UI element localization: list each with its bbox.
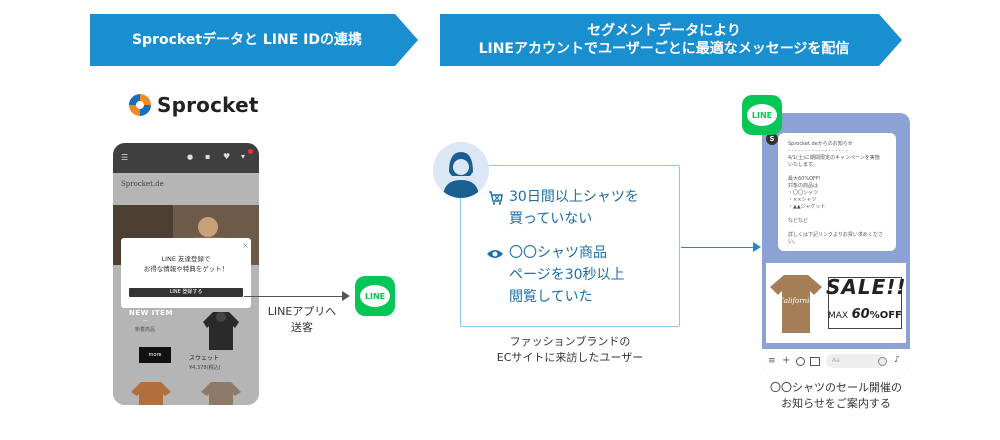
- line-chat-label: LINE: [747, 104, 777, 126]
- site-header: ☰ ● ▪ ♥ ▾: [113, 143, 259, 173]
- mic-icon[interactable]: ♪: [894, 355, 900, 365]
- msg-line: ・▲▲ジャケット: [788, 204, 826, 210]
- banner-left-text: Sprocketデータと LINE IDの連携: [131, 32, 363, 48]
- caption-line-app-2: 送客: [291, 321, 313, 334]
- message-bubble: Sprocket.deからのお知らせ - - - - - - - - - - -…: [778, 133, 896, 251]
- caption-user-1: ファッションブランドの: [509, 335, 631, 348]
- msg-line: 最大60%OFF!: [788, 176, 821, 182]
- new-item-sub: 新着商品: [135, 327, 156, 333]
- msg-line: などなど: [788, 218, 808, 224]
- message-text: Sprocket.deからのお知らせ - - - - - - - - - - -…: [788, 141, 892, 246]
- connector-line-1: [244, 296, 342, 297]
- popup-line1: LINE 友達登録で: [161, 255, 211, 263]
- msg-line: ・〇〇シャツ: [788, 190, 819, 196]
- more-button[interactable]: more: [139, 347, 171, 363]
- banner-right-line1: セグメントデータにより: [587, 23, 741, 39]
- banner-sprocket-line-link: Sprocketデータと LINE IDの連携: [90, 14, 418, 66]
- segment-condition-card: 30日間以上シャツを 買っていない 〇〇シャツ商品 ページを30秒以上 閲覧して…: [460, 165, 680, 327]
- product-name: スウェット: [189, 355, 220, 362]
- caption-phone2-1: 〇〇シャツのセール開催の: [770, 381, 902, 394]
- connector-line-2: [681, 247, 753, 248]
- caption-phone2: 〇〇シャツのセール開催の お知らせをご案内する: [744, 380, 928, 412]
- product-image-1: [131, 382, 171, 405]
- msg-line: - - - - - - - - - - - - - - - - - -: [788, 148, 848, 154]
- msg-line: 詳しくは下記リンクよりお買い求めください。: [788, 232, 883, 245]
- image-icon[interactable]: [810, 357, 820, 366]
- caption-line-app: LINEアプリへ 送客: [250, 304, 354, 336]
- line-chat-icon: LINE: [742, 95, 782, 135]
- arrow-1: [342, 291, 350, 301]
- product-price: ¥4,378(税込): [189, 365, 221, 371]
- new-item-heading: NEW ITEM: [129, 309, 173, 317]
- lock-icon[interactable]: ▪: [205, 152, 211, 161]
- menu-icon[interactable]: ≡: [768, 356, 776, 366]
- msg-line: 対象の商品は: [788, 183, 819, 189]
- product-image-2: [201, 382, 241, 405]
- hoodie-image: [203, 312, 239, 350]
- cond1-line2: 買っていない: [509, 211, 593, 227]
- phone-ec-site: ☰ ● ▪ ♥ ▾ Sprocket.de × LINE 友達登録で お得な情報…: [113, 143, 259, 405]
- tshirt-image: California: [770, 275, 822, 333]
- message-input[interactable]: Aa: [826, 354, 886, 368]
- site-name: Sprocket.de: [121, 180, 164, 188]
- msg-line: いたします。: [788, 162, 818, 168]
- phone-line-chat: S Sprocket.deからのお知らせ - - - - - - - - - -…: [762, 113, 910, 375]
- cart-icon[interactable]: ▾: [241, 152, 246, 161]
- sale-title: SALE!!: [826, 275, 907, 299]
- plus-icon[interactable]: +: [782, 355, 791, 366]
- sale-max: MAX: [828, 311, 849, 321]
- caption-line-app-1: LINEアプリへ: [267, 305, 337, 318]
- heart-icon[interactable]: ♥: [223, 152, 231, 161]
- user-avatar-icon: [433, 142, 489, 198]
- tshirt-text: California: [778, 297, 813, 305]
- banner-segment-delivery: セグメントデータにより LINEアカウントでユーザーごとに最適なメッセージを配信: [440, 14, 902, 66]
- cond2-line2: ページを30秒以上: [509, 267, 625, 283]
- cart-icon: [489, 191, 503, 205]
- line-app-icon: LINE: [355, 276, 395, 316]
- msg-line: [788, 225, 892, 232]
- condition-not-purchased: 30日間以上シャツを 買っていない: [509, 186, 639, 230]
- sender-badge: S: [766, 133, 778, 145]
- menu-icon[interactable]: ☰: [121, 153, 129, 162]
- sprocket-logo-text: Sprocket: [157, 93, 259, 117]
- cart-badge: [248, 149, 253, 154]
- caption-user-2: ECサイトに来訪したユーザー: [496, 351, 644, 364]
- sale-frame: [828, 277, 902, 329]
- msg-line: [788, 169, 892, 176]
- arrow-2: [753, 242, 761, 252]
- line-register-button[interactable]: LINE 登録する: [129, 288, 243, 297]
- emoji-icon[interactable]: [878, 357, 887, 366]
- caption-phone2-2: お知らせをご案内する: [781, 397, 891, 410]
- sale-off: %OFF: [869, 310, 902, 321]
- sale-percent: 60: [851, 307, 870, 322]
- condition-viewed-page: 〇〇シャツ商品 ページを30秒以上 閲覧していた: [509, 242, 625, 308]
- line-app-label: LINE: [360, 285, 390, 307]
- popup-text: LINE 友達登録で お得な情報や特典をゲット！: [121, 254, 251, 274]
- cond2-line1: 〇〇シャツ商品: [509, 245, 607, 261]
- line-signup-popup: × LINE 友達登録で お得な情報や特典をゲット！ LINE 登録する: [121, 238, 251, 308]
- close-icon[interactable]: ×: [242, 241, 249, 250]
- new-item-dash: —: [143, 318, 148, 324]
- eye-icon: [487, 250, 503, 258]
- user-icon[interactable]: ●: [187, 153, 194, 161]
- cond2-line3: 閲覧していた: [509, 289, 593, 305]
- banner-right-line2: LINEアカウントでユーザーごとに最適なメッセージを配信: [478, 41, 850, 57]
- msg-line: 4/1(土)に期間限定のキャンペーンを実施: [788, 155, 880, 161]
- sale-banner: California SALE!! MAX 60%OFF: [766, 263, 906, 343]
- msg-line: [788, 211, 892, 218]
- chat-input-bar: ≡ + Aa ♪: [762, 349, 910, 375]
- msg-line: ・××シャツ: [788, 197, 817, 203]
- cond1-line1: 30日間以上シャツを: [509, 189, 639, 205]
- sale-discount: MAX 60%OFF: [828, 307, 902, 322]
- sprocket-logo-icon: [129, 94, 151, 116]
- camera-icon[interactable]: [796, 357, 805, 366]
- caption-user: ファッションブランドの ECサイトに来訪したユーザー: [460, 334, 680, 366]
- msg-line: Sprocket.deからのお知らせ: [788, 141, 853, 147]
- popup-line2: お得な情報や特典をゲット！: [143, 265, 229, 273]
